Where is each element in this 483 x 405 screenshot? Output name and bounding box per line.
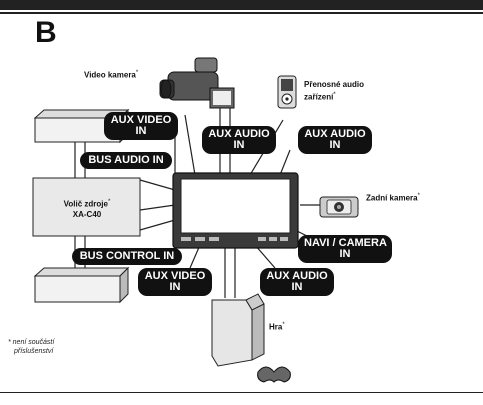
portable-audio-label: Přenosné audio zařízení*: [304, 80, 365, 102]
bottom-rule: [0, 392, 483, 393]
video-camera-icon: [159, 57, 235, 109]
rear-camera-label: Zadní kamera*: [366, 193, 420, 203]
selector-label: Volič zdroje* XA-C40: [63, 199, 111, 219]
video-camera-label: Video kamera*: [84, 70, 139, 80]
top-rule: [0, 12, 483, 14]
top-bar: [0, 0, 483, 10]
footnote: * není součástí příslušenství: [8, 339, 55, 355]
head-unit-monitor: [172, 172, 299, 249]
bus-audio-in-pill: BUS AUDIO IN: [80, 152, 172, 169]
game-console-icon: [211, 293, 291, 383]
game-label: Hra*: [269, 322, 285, 332]
rear-camera-icon: [319, 196, 359, 218]
section-letter: B: [35, 16, 57, 49]
bus-control-in-pill: BUS CONTROL IN: [72, 248, 182, 265]
bottom-unit-icon: [33, 266, 130, 304]
portable-audio-icon: [277, 75, 297, 109]
selector-box: [32, 177, 141, 237]
